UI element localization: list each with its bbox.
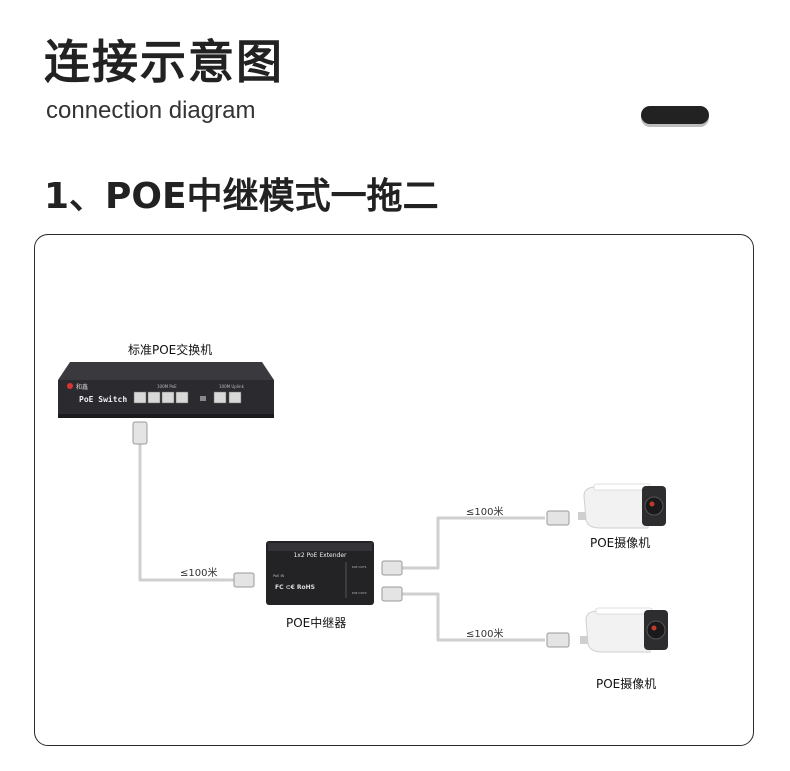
distance-label-camera-2: ≤100米 [466,629,504,640]
camera-1-body [583,486,649,529]
poe-switch-device: 和鑫 PoE Switch 100M PoE 100M Uplink [58,362,274,418]
switch-uplink-ports [213,391,242,404]
camera-2-body [585,610,651,653]
cable-extender-to-camera-2 [400,592,545,642]
switch-dip-switch [200,396,206,401]
switch-uplink-label: 100M Uplink [219,384,245,389]
rj45-plug-extender-out2 [381,586,403,602]
switch-top [58,362,274,380]
camera-2-lens [646,620,666,640]
switch-brand-logo-icon [67,383,73,389]
rj45-plug-extender-out1 [381,560,403,576]
camera-1-hood [593,483,651,491]
switch-port-6 [228,391,242,404]
camera-1-lens-glint [649,501,655,507]
extender-body [266,541,374,605]
extender-out1-label: PoE OUT1 [352,565,367,569]
extender-label: POE中继器 [286,616,347,630]
rj45-plug-camera-2 [546,632,570,648]
camera-2-hood [595,607,653,615]
poe-extender-device: 1x2 PoE Extender PoE IN FC ⊂€ RoHS PoE O… [266,541,374,605]
rj45-plug-extender-in [233,572,255,588]
camera-1-label: POE摄像机 [590,536,651,550]
page-subtitle: connection diagram [46,97,256,124]
camera-2-device [580,607,668,653]
extender-top-bevel [268,543,372,551]
camera-1-lens [644,496,664,516]
section-title: 1、POE中继模式一拖二 [44,176,439,217]
rj45-connectors [132,421,570,648]
switch-label: 标准POE交换机 [128,343,213,357]
switch-port-3 [161,391,175,404]
camera-2-label: POE摄像机 [596,677,657,691]
switch-port-4 [175,391,189,404]
switch-poe-ports [133,391,189,404]
rj45-plug-switch [132,421,148,445]
cable-switch-to-extender [138,440,240,582]
switch-bottom-edge [58,414,274,418]
decorative-pill [641,106,709,124]
camera-2-lens-glint [651,625,657,631]
camera-1-device [578,483,666,529]
page-title: 连接示意图 [44,35,284,89]
extender-model: 1x2 PoE Extender [293,552,347,559]
switch-port-2 [147,391,161,404]
extender-port-in-label: PoE IN [273,574,284,578]
switch-poe-ports-label: 100M PoE [157,384,177,389]
extender-out2-label: PoE OUT2 [352,591,367,595]
distance-label-switch-extender: ≤100米 [180,568,218,579]
rj45-plug-camera-1 [546,510,570,526]
switch-port-5 [213,391,227,404]
switch-port-1 [133,391,147,404]
cables [138,440,545,642]
cable-extender-to-camera-1 [400,516,545,570]
switch-brand: 和鑫 [76,383,88,391]
distance-label-camera-1: ≤100米 [466,507,504,518]
extender-certifications: FC ⊂€ RoHS [275,584,315,591]
diagram-frame [34,234,754,746]
switch-model: PoE Switch [79,394,127,404]
